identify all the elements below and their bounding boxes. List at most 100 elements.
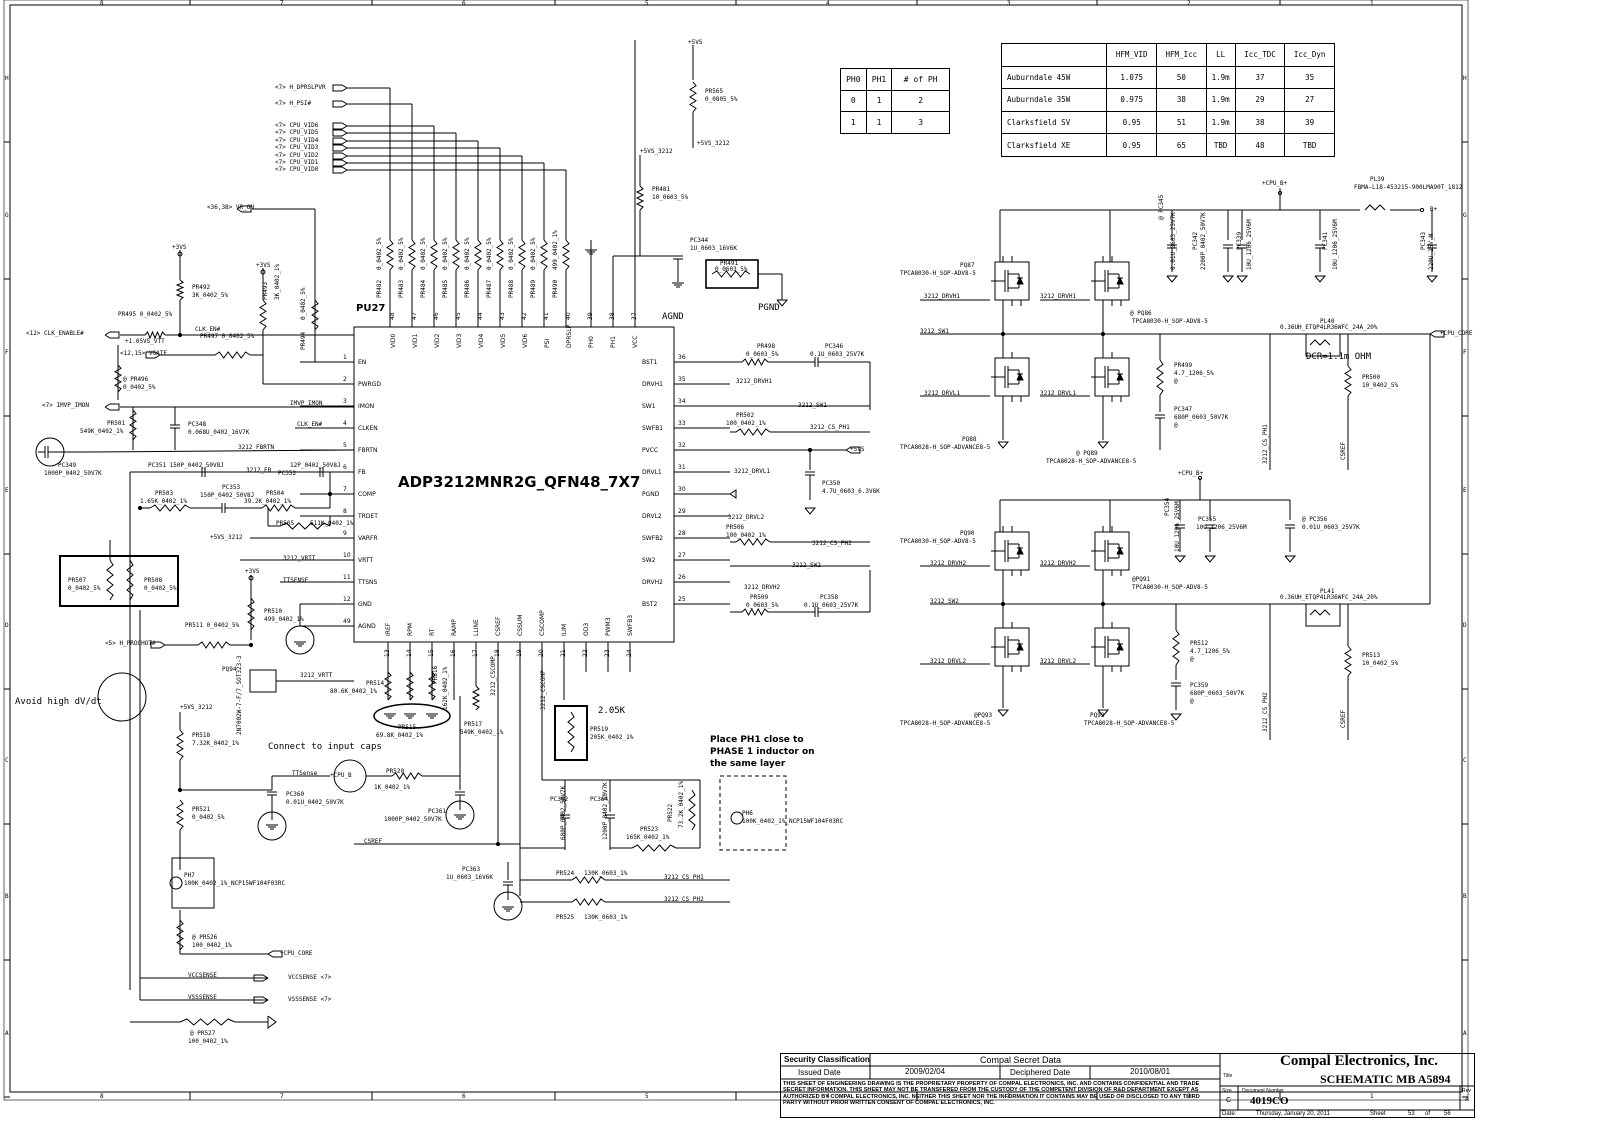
pin-name: EN (358, 359, 367, 366)
vid-resistor-value: 0_0402_5% (464, 237, 471, 270)
border-letter-right: A (1463, 1030, 1467, 1037)
label-pc360v: 0.01U_0402_50V7K (286, 799, 344, 806)
pin-number: 24 (626, 649, 633, 657)
pin-name: SWFB1 (642, 425, 664, 432)
chip-part-number: ADP3212MNR2G_QFN48_7X7 (398, 473, 641, 491)
label-pq92v: TPCA8028-H_SOP-ADVANCE8-5 (1084, 720, 1175, 727)
label-pc362: PC362 (550, 796, 569, 803)
pin-name: PH1 (610, 336, 617, 348)
junction-dot (177, 332, 183, 338)
connector-tag (332, 100, 348, 108)
ground-symbol (1314, 275, 1327, 283)
ground-symbol (1222, 275, 1235, 283)
label-pc361: PC361 (428, 808, 447, 815)
mosfet-diode (1116, 276, 1124, 285)
spec-table-cell: 51 (1156, 110, 1207, 135)
of-value: 56 (1444, 1111, 1451, 1117)
pin-name: PWRGD (358, 381, 381, 388)
pr526-symbol (176, 919, 184, 951)
border-number-top: 6 (462, 0, 466, 7)
label-pr500: PR500 (1362, 374, 1381, 381)
pl41-inductor (1305, 603, 1341, 627)
schematic-title: SCHEMATIC MB A5894 (1320, 1072, 1451, 1086)
label-pr505v: 511K_0402_1% (310, 520, 354, 527)
label-ttsense: TTSENSE (283, 577, 309, 584)
thermistor (730, 811, 744, 825)
label-pr505: PR505 (276, 520, 295, 527)
security-label: Security Classification (784, 1055, 870, 1064)
label-vsssense7: VSSSENSE <7> (288, 996, 332, 1003)
vid-resistor-ref: PR484 (420, 279, 427, 298)
pin-number: 27 (678, 552, 686, 559)
signal-label: <7> CPU_VID0 (275, 166, 319, 173)
label-pr516: PR516 (432, 665, 439, 684)
thermistor (169, 876, 183, 890)
label-p5vs: +5VS (688, 39, 703, 46)
pin-name: PWM3 (605, 617, 612, 636)
label-pr497: PR497 0_0402_5% (200, 333, 255, 340)
label-pr502v: 100_0402_1% (726, 420, 766, 427)
label-vrtt2: 3212_VRTT (300, 672, 333, 679)
border-letter-left: F (5, 349, 9, 356)
pin-name: VCC (632, 335, 639, 348)
label-p105vtt: +1.05VS_VTT (125, 338, 165, 345)
spec-table-cell: 1.9m (1205, 110, 1236, 135)
label-pr492: PR492 (192, 284, 211, 291)
pr518-symbol (176, 729, 184, 761)
pin-name: BST1 (642, 359, 658, 366)
signal-label: <5> H_PROCHOT# (105, 640, 156, 647)
label-pq87v: TPCA8030-H_SOP-ADV8-5 (900, 270, 976, 277)
label-pr514v: 80.6K_0402_1% (330, 688, 377, 695)
pin-number: 3 (343, 398, 347, 405)
pin-number: 15 (428, 649, 435, 657)
signal-label: <7> H_PSI# (275, 100, 312, 107)
pr519-box (554, 705, 588, 761)
connector-tag (332, 166, 348, 174)
pin-name: VID2 (434, 333, 441, 348)
label-pq91v: TPCA8030-H_SOP-ADV8-5 (1132, 584, 1208, 591)
spec-table-cell: 65 (1156, 133, 1207, 157)
pin-number: 41 (543, 312, 550, 320)
pin-number: 16 (450, 649, 457, 657)
label-pq93v: TPCA8028-H_SOP-ADVANCE8-5 (900, 720, 991, 727)
ph6-dashed (719, 775, 787, 851)
label-pl41: PL41 (1320, 588, 1335, 595)
pr502-symbol (735, 428, 771, 436)
label-p3vs3: +3VS (245, 568, 260, 575)
label-pc347: PC347 (1174, 406, 1193, 413)
label-dcr: DCR=1.1m OHM (1306, 352, 1372, 362)
phase-table-header-cell: # of PH (891, 68, 950, 91)
label-pr499: PR499 (1174, 362, 1193, 369)
label-pr502: PR502 (736, 412, 755, 419)
phase-table-cell: 1 (840, 111, 867, 134)
label-pr519v: 205K_0402_1% (590, 734, 634, 741)
label-p5vs3212a: +5VS_3212 (697, 140, 730, 147)
label-vrtt: 3212_VRTT (283, 555, 316, 562)
label-pr526v: 100_0402_1% (192, 942, 232, 949)
label-pc356: @ PC356 (1302, 516, 1328, 523)
label-pc359v: 680P_0603_50V7K (1190, 690, 1245, 697)
spec-table-cell: 0.95 (1106, 133, 1158, 157)
label-pr521: PR521 (192, 806, 211, 813)
pr520-symbol (391, 772, 423, 780)
pin-name: CSCOMP (539, 610, 546, 636)
ground-symbol (1174, 555, 1187, 563)
ground-arrow (267, 1015, 277, 1029)
label-pr504v: 39.2K_0402_1% (244, 498, 291, 505)
pc363-gnd-highlight (493, 891, 523, 921)
pin-name: DRVL2 (642, 513, 662, 520)
vid-resistor (430, 239, 438, 271)
pin-name: VID1 (412, 333, 419, 348)
label-pc344v: 1U_0603_16V6K (690, 245, 737, 252)
pin-name: VID3 (456, 333, 463, 348)
pr517-symbol (471, 685, 481, 711)
label-drvh1: 3212_DRVH1 (736, 378, 773, 385)
label-pl40v: 0.36UH_ETQP4LR36WFC_24A_20% (1280, 324, 1378, 331)
vid-resistor (518, 239, 526, 271)
pin-number: 28 (678, 530, 686, 537)
junction-dot (177, 787, 183, 793)
label-pl41v: 0.36UH_ETQP4LR36WFC_24A_20% (1280, 594, 1378, 601)
pin-number: 5 (343, 442, 347, 449)
